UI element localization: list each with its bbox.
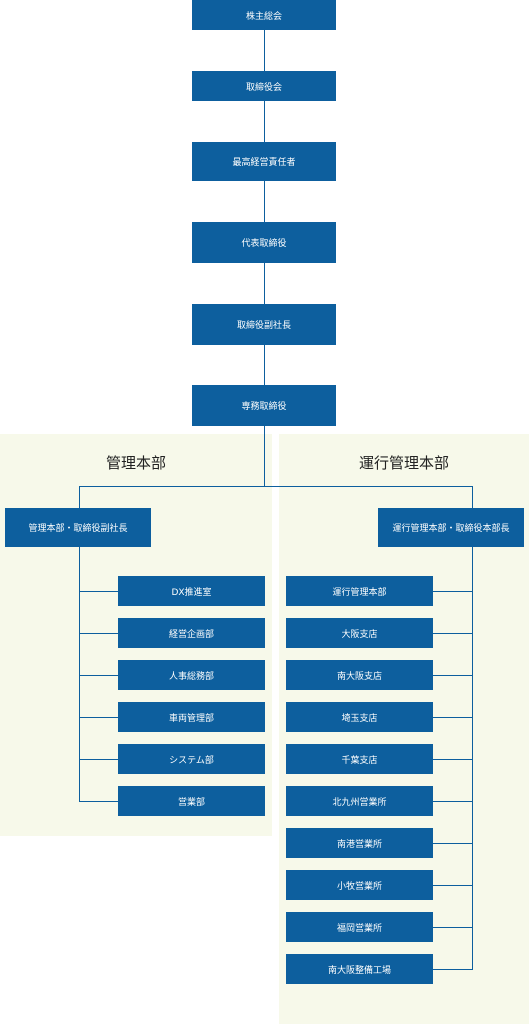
operations-unit-connector <box>432 717 473 718</box>
admin-drop-connector <box>79 486 80 510</box>
operations-unit-connector <box>432 969 473 970</box>
admin-unit: 営業部 <box>118 786 265 816</box>
operations-division-head: 運行管理本部・取締役本部長 <box>378 508 524 547</box>
operations-unit: 小牧営業所 <box>286 870 433 900</box>
operations-unit: 南港営業所 <box>286 828 433 858</box>
admin-unit-connector <box>79 675 119 676</box>
node-shareholders-meeting: 株主総会 <box>192 0 336 30</box>
operations-drop-connector <box>472 486 473 510</box>
operations-units-spine <box>472 546 473 970</box>
admin-unit: 経営企画部 <box>118 618 265 648</box>
admin-unit: DX推進室 <box>118 576 265 606</box>
operations-unit-connector <box>432 759 473 760</box>
node-executive-vice-president: 取締役副社長 <box>192 304 336 345</box>
operations-unit: 南大阪支店 <box>286 660 433 690</box>
admin-unit-connector <box>79 591 119 592</box>
admin-division-head: 管理本部・取締役副社長 <box>5 508 151 547</box>
operations-unit-connector <box>432 675 473 676</box>
node-ceo: 最高経営責任者 <box>192 142 336 181</box>
operations-unit: 埼玉支店 <box>286 702 433 732</box>
admin-division-title: 管理本部 <box>105 454 166 472</box>
admin-units-spine <box>79 546 80 801</box>
operations-unit-connector <box>432 927 473 928</box>
operations-unit-connector <box>432 633 473 634</box>
admin-unit-connector <box>79 759 119 760</box>
admin-unit-connector <box>79 633 119 634</box>
admin-unit: 人事総務部 <box>118 660 265 690</box>
admin-unit: 車両管理部 <box>118 702 265 732</box>
operations-unit: 千葉支店 <box>286 744 433 774</box>
operations-unit: 福岡営業所 <box>286 912 433 942</box>
node-board-of-directors: 取締役会 <box>192 71 336 101</box>
operations-unit: 大阪支店 <box>286 618 433 648</box>
operations-unit: 運行管理本部 <box>286 576 433 606</box>
operations-unit-connector <box>432 591 473 592</box>
operations-unit: 南大阪整備工場 <box>286 954 433 984</box>
operations-unit-connector <box>432 801 473 802</box>
operations-division-title: 運行管理本部 <box>358 454 449 472</box>
admin-unit: システム部 <box>118 744 265 774</box>
operations-unit-connector <box>432 885 473 886</box>
node-representative-director: 代表取締役 <box>192 222 336 263</box>
operations-unit-connector <box>432 843 473 844</box>
division-branch-connector <box>79 486 473 487</box>
admin-unit-connector <box>79 801 119 802</box>
admin-unit-connector <box>79 717 119 718</box>
node-senior-managing-director: 専務取締役 <box>192 385 336 426</box>
operations-unit: 北九州営業所 <box>286 786 433 816</box>
